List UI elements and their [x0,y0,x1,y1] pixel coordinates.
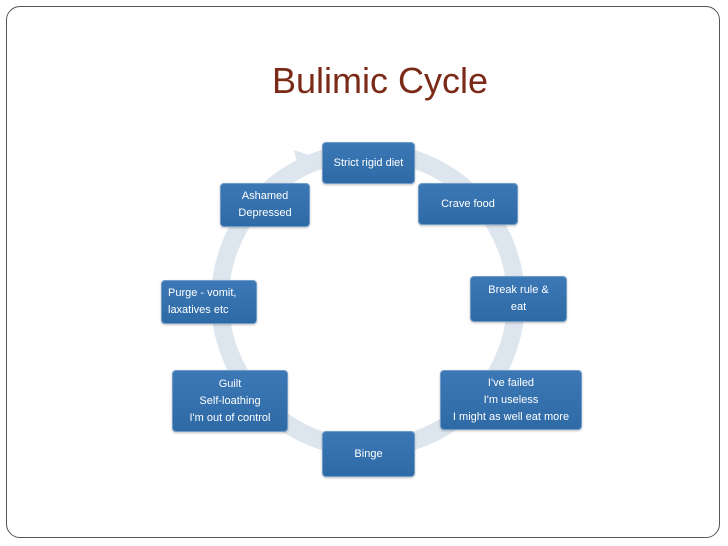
node-binge: Binge [322,431,415,477]
node-purge-line-2: laxatives etc [168,304,229,316]
node-ashamed-line-2: Depressed [238,207,292,219]
node-purge-line-1: Purge - vomit, [168,287,237,299]
node-strict-diet-line-1: Strict rigid diet [333,156,404,169]
node-ashamed: Ashamed Depressed [220,183,310,227]
node-failed-line-3: I might as well eat more [452,410,570,423]
node-strict-diet: Strict rigid diet [322,142,415,184]
node-guilt-line-1: Guilt [218,377,242,390]
node-failed: I've failed I'm useless I might as well … [440,370,582,430]
node-crave-food: Crave food [418,183,518,225]
node-failed-line-1: I've failed [487,376,535,389]
node-ashamed-line-1: Ashamed [241,190,289,202]
node-failed-line-2: I'm useless [483,393,539,406]
node-break-rule-line-2: eat [510,301,527,313]
node-binge-line-1: Binge [354,447,383,460]
slide-title: Bulimic Cycle [271,60,489,101]
node-guilt: Guilt Self-loathing I'm out of control [172,370,288,432]
cycle-arrowhead [294,150,318,176]
node-purge: Purge - vomit, laxatives etc [161,280,257,324]
node-crave-food-line-1: Crave food [441,197,495,210]
node-guilt-line-2: Self-loathing [199,394,261,407]
node-guilt-line-3: I'm out of control [189,411,271,424]
node-break-rule-line-1: Break rule & [488,284,549,296]
node-break-rule: Break rule & eat [470,276,567,322]
